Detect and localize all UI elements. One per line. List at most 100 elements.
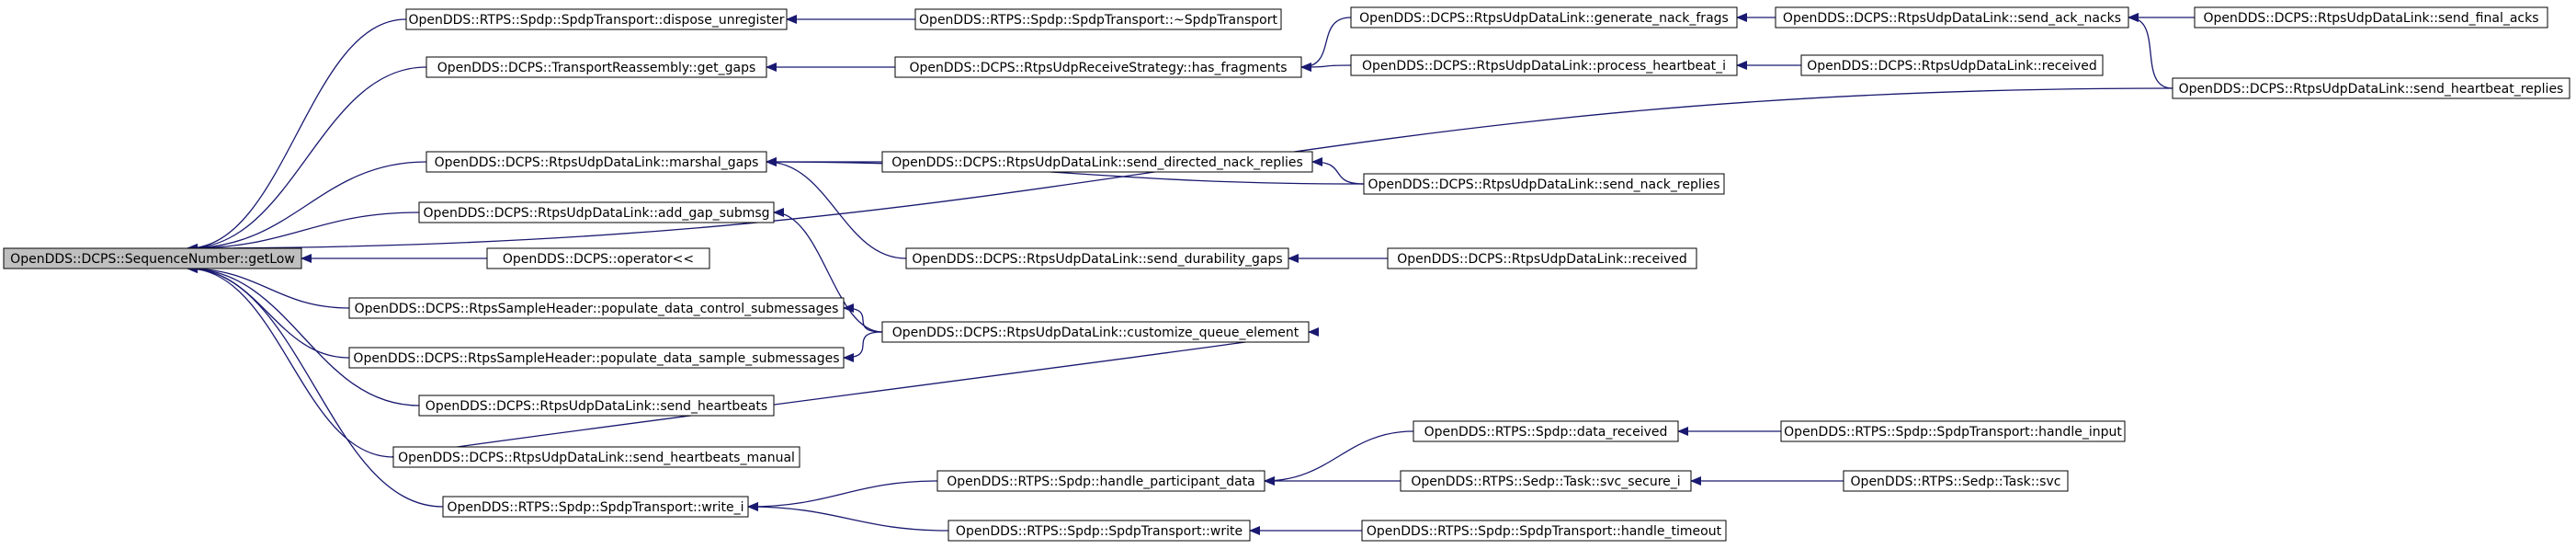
edge-customize_queue_element-to-add_gap_submsg [773, 208, 883, 333]
node-box [894, 56, 1302, 78]
node-box [418, 201, 775, 223]
edge-write_i-to-getLow [187, 264, 444, 508]
node-label: OpenDDS::RTPS::Sedp::Task::svc_secure_i [1411, 475, 1680, 489]
node-label: OpenDDS::DCPS::RtpsUdpDataLink::send_nac… [1367, 177, 1719, 192]
node-has_fragments[interactable]: OpenDDS::DCPS::RtpsUdpReceiveStrategy::h… [894, 56, 1302, 78]
node-label: OpenDDS::RTPS::Spdp::SpdpTransport::disp… [408, 13, 784, 28]
edge-send_heartbeats-to-getLow [187, 264, 420, 406]
node-box [3, 247, 302, 269]
nodes-layer: OpenDDS::DCPS::SequenceNumber::getLowOpe… [3, 6, 2570, 542]
edge-send_heartbeat_replies-to-send_ack_nacks [2128, 13, 2173, 89]
node-send_directed_nack_replies[interactable]: OpenDDS::DCPS::RtpsUdpDataLink::send_dir… [881, 151, 1313, 173]
node-send_ack_nacks[interactable]: OpenDDS::DCPS::RtpsUdpDataLink::send_ack… [1775, 6, 2129, 29]
edge-handle_participant_data-to-write_i [747, 480, 938, 511]
edge-get_gaps-to-getLow [187, 66, 427, 253]
node-populate_control[interactable]: OpenDDS::DCPS::RtpsSampleHeader::populat… [348, 297, 845, 319]
node-label: OpenDDS::RTPS::Spdp::SpdpTransport::~Spd… [919, 13, 1277, 28]
edge-send_durability_gaps-to-marshal_gaps [766, 157, 907, 259]
node-write[interactable]: OpenDDS::RTPS::Spdp::SpdpTransport::writ… [948, 520, 1251, 542]
node-data_received[interactable]: OpenDDS::RTPS::Spdp::data_received [1413, 420, 1679, 442]
node-label: OpenDDS::RTPS::Spdp::SpdpTransport::writ… [447, 500, 743, 515]
node-label: OpenDDS::RTPS::Spdp::handle_participant_… [947, 475, 1255, 489]
node-process_heartbeat_i[interactable]: OpenDDS::DCPS::RtpsUdpDataLink::process_… [1350, 54, 1738, 76]
node-label: OpenDDS::RTPS::Spdp::data_received [1424, 425, 1668, 440]
edge-send_nack_replies-to-marshal_gaps [766, 157, 1365, 185]
node-handle_input[interactable]: OpenDDS::RTPS::Spdp::SpdpTransport::hand… [1780, 420, 2126, 442]
node-label: OpenDDS::DCPS::RtpsUdpDataLink::received [1397, 252, 1687, 267]
node-send_heartbeat_replies[interactable]: OpenDDS::DCPS::RtpsUdpDataLink::send_hea… [2172, 77, 2570, 99]
node-box [1413, 420, 1679, 442]
node-getLow[interactable]: OpenDDS::DCPS::SequenceNumber::getLow [3, 247, 302, 269]
node-operator_ll[interactable]: OpenDDS::DCPS::operator<< [486, 247, 710, 269]
edges-layer [187, 13, 2195, 535]
edge-add_gap_submsg-to-getLow [187, 212, 420, 253]
node-send_nack_replies[interactable]: OpenDDS::DCPS::RtpsUdpDataLink::send_nac… [1363, 173, 1725, 195]
node-generate_nack_frags[interactable]: OpenDDS::DCPS::RtpsUdpDataLink::generate… [1350, 6, 1738, 29]
node-received_2[interactable]: OpenDDS::DCPS::RtpsUdpDataLink::received [1387, 247, 1697, 269]
node-box [1387, 247, 1697, 269]
node-box [1843, 470, 2069, 492]
node-box [881, 151, 1313, 173]
node-label: OpenDDS::DCPS::RtpsUdpDataLink::send_hea… [2179, 82, 2564, 97]
node-send_heartbeats[interactable]: OpenDDS::DCPS::RtpsUdpDataLink::send_hea… [418, 395, 775, 417]
node-label: OpenDDS::DCPS::RtpsUdpDataLink::send_hea… [426, 399, 767, 414]
node-label: OpenDDS::DCPS::RtpsUdpDataLink::send_hea… [398, 451, 795, 465]
node-svc[interactable]: OpenDDS::RTPS::Sedp::Task::svc [1843, 470, 2069, 492]
node-label: OpenDDS::RTPS::Spdp::SpdpTransport::writ… [956, 524, 1243, 539]
node-send_durability_gaps[interactable]: OpenDDS::DCPS::RtpsUdpDataLink::send_dur… [905, 247, 1289, 269]
node-label: OpenDDS::DCPS::RtpsUdpDataLink::send_dir… [891, 155, 1303, 170]
node-box [405, 8, 788, 30]
node-handle_participant_data[interactable]: OpenDDS::RTPS::Spdp::handle_participant_… [936, 470, 1265, 492]
node-label: OpenDDS::DCPS::RtpsUdpDataLink::send_ack… [1783, 11, 2121, 26]
edge-send_nack_replies-to-send_directed_nack_replies [1311, 157, 1365, 185]
node-spdp_dtor[interactable]: OpenDDS::RTPS::Spdp::SpdpTransport::~Spd… [914, 8, 1282, 30]
node-send_heartbeats_manual[interactable]: OpenDDS::DCPS::RtpsUdpDataLink::send_hea… [392, 446, 800, 468]
node-box [348, 297, 845, 319]
node-box [2194, 6, 2548, 29]
node-marshal_gaps[interactable]: OpenDDS::DCPS::RtpsUdpDataLink::marshal_… [426, 151, 767, 173]
node-label: OpenDDS::RTPS::Spdp::SpdpTransport::hand… [1367, 524, 1722, 539]
node-box [1363, 173, 1725, 195]
node-box [426, 56, 767, 78]
node-box [914, 8, 1282, 30]
node-label: OpenDDS::DCPS::RtpsUdpDataLink::customiz… [892, 326, 1299, 340]
node-label: OpenDDS::DCPS::RtpsUdpDataLink::send_fin… [2203, 11, 2538, 26]
node-box [1780, 420, 2126, 442]
node-dispose_unregister[interactable]: OpenDDS::RTPS::Spdp::SpdpTransport::disp… [405, 8, 788, 30]
node-write_i[interactable]: OpenDDS::RTPS::Spdp::SpdpTransport::writ… [442, 496, 749, 518]
edge-dispose_unregister-to-getLow [187, 18, 407, 253]
node-send_final_acks[interactable]: OpenDDS::DCPS::RtpsUdpDataLink::send_fin… [2194, 6, 2548, 29]
edge-customize_queue_element-to-populate_control [843, 303, 883, 333]
node-box [1350, 6, 1738, 29]
node-box [881, 321, 1310, 343]
node-label: OpenDDS::DCPS::RtpsUdpDataLink::process_… [1362, 59, 1726, 74]
node-get_gaps[interactable]: OpenDDS::DCPS::TransportReassembly::get_… [426, 56, 767, 78]
edge-generate_nack_frags-to-has_fragments [1300, 17, 1352, 72]
node-label: OpenDDS::DCPS::RtpsUdpDataLink::received [1807, 59, 2097, 74]
node-label: OpenDDS::DCPS::RtpsUdpReceiveStrategy::h… [909, 61, 1287, 75]
node-customize_queue_element[interactable]: OpenDDS::DCPS::RtpsUdpDataLink::customiz… [881, 321, 1310, 343]
node-box [442, 496, 749, 518]
node-label: OpenDDS::DCPS::SequenceNumber::getLow [10, 252, 295, 267]
node-box [1400, 470, 1692, 492]
node-handle_timeout[interactable]: OpenDDS::RTPS::Spdp::SpdpTransport::hand… [1361, 520, 1727, 542]
node-box [486, 247, 710, 269]
node-add_gap_submsg[interactable]: OpenDDS::DCPS::RtpsUdpDataLink::add_gap_… [418, 201, 775, 223]
node-svc_secure_i[interactable]: OpenDDS::RTPS::Sedp::Task::svc_secure_i [1400, 470, 1692, 492]
edge-populate_sample-to-getLow [187, 264, 350, 359]
node-populate_sample[interactable]: OpenDDS::DCPS::RtpsSampleHeader::populat… [348, 347, 845, 369]
node-box [936, 470, 1265, 492]
node-box [948, 520, 1251, 542]
node-received_1[interactable]: OpenDDS::DCPS::RtpsUdpDataLink::received [1800, 54, 2104, 76]
node-label: OpenDDS::DCPS::TransportReassembly::get_… [437, 61, 756, 75]
node-box [1361, 520, 1727, 542]
node-label: OpenDDS::RTPS::Sedp::Task::svc [1851, 475, 2061, 489]
edge-send_heartbeats_manual-to-getLow [187, 264, 394, 458]
edge-write-to-write_i [747, 502, 949, 532]
edge-populate_control-to-getLow [187, 264, 350, 309]
node-label: OpenDDS::DCPS::RtpsSampleHeader::populat… [355, 302, 839, 316]
node-label: OpenDDS::DCPS::RtpsUdpDataLink::add_gap_… [423, 206, 769, 221]
node-box [348, 347, 845, 369]
node-label: OpenDDS::RTPS::Spdp::SpdpTransport::hand… [1784, 425, 2122, 440]
